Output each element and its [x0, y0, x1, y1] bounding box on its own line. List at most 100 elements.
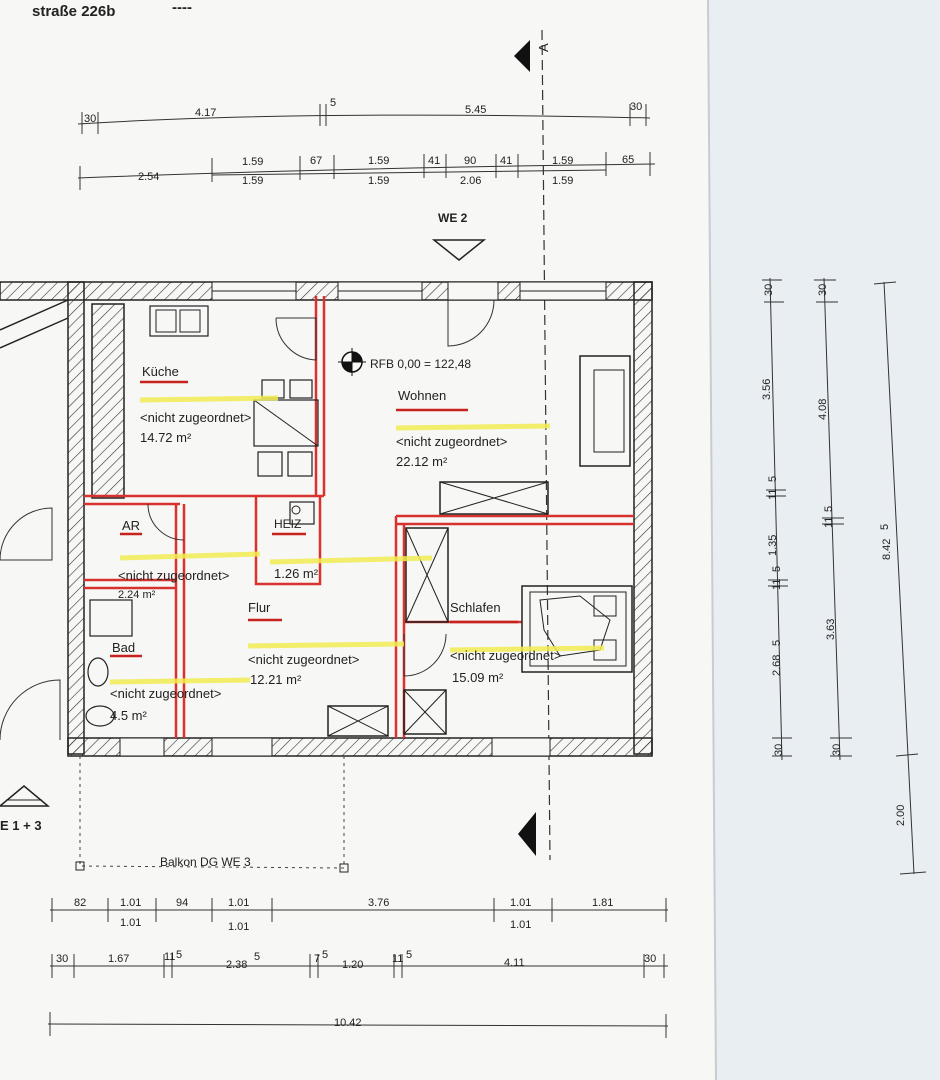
paper-fold [707, 0, 717, 1080]
dim-top1-3: 5.45 [465, 104, 486, 116]
dim-bot1-6: 1.81 [592, 897, 613, 909]
room-flur-name: Flur [248, 600, 271, 615]
dim-r1-7: 2.68 [771, 655, 783, 676]
dim-r1-9: 30 [773, 744, 785, 756]
dim-top2-7: 1.59 [552, 155, 573, 167]
kitchen-sink [149, 305, 209, 337]
dim-top2-l0: 1.59 [242, 175, 263, 187]
room-heiz-area: 1.26 m² [274, 566, 319, 581]
dim-top2-4: 41 [428, 155, 440, 167]
unit-label-top: WE 2 [438, 211, 468, 225]
dim-bot2-9: 11 [392, 953, 403, 965]
dim-top2-0: 2.54 [138, 171, 159, 183]
dim-r2-2: 11 [823, 517, 835, 528]
dim-top1-4: 30 [630, 101, 642, 113]
balcony-label: Balkon DG WE 3 [160, 855, 251, 869]
dim-line-top-2: 2.54 1.59 67 1.59 41 90 41 1.59 65 1.59 … [77, 152, 656, 190]
dim-r2-5: 30 [831, 744, 843, 756]
doors [0, 299, 495, 741]
room-wohnen-tag: <nicht zugeordnet> [396, 434, 507, 449]
dim-top1-2: 5 [330, 97, 336, 109]
room-kueche: Küche <nicht zugeordnet> 14.72 m² [140, 364, 251, 445]
dim-r1-8: 5 [771, 640, 783, 646]
dim-top2-l3: 1.59 [552, 175, 573, 187]
room-bad-name: Bad [112, 640, 135, 655]
dim-bot1-5: 1.01 [510, 897, 531, 909]
dim-top2-l1: 1.59 [368, 175, 389, 187]
balcony-outline [75, 756, 349, 873]
rfb-label: RFB 0,00 = 122,48 [370, 357, 471, 371]
room-kueche-area: 14.72 m² [140, 430, 192, 445]
section-arrow-top [514, 40, 530, 72]
room-schlafen: Schlafen <nicht zugeordnet> 15.09 m² [450, 600, 561, 685]
markup-highlights [109, 380, 605, 685]
rfb-marker [338, 348, 366, 376]
dim-bot2-7: 5 [322, 949, 328, 961]
street-header: straße 226b [32, 3, 115, 20]
section-arrow-bottom [518, 812, 536, 856]
room-heiz: HEIZ 1.26 m² [274, 517, 319, 581]
dim-bot2-5: 5 [254, 951, 260, 963]
room-ar-tag: <nicht zugeordnet> [118, 568, 229, 583]
furniture [85, 355, 633, 737]
unit-marker-top [431, 239, 487, 261]
dim-r1-6: 5 [771, 566, 783, 572]
dim-r1-1: 3.56 [761, 379, 773, 400]
dim-top2-l2: 2.06 [460, 175, 481, 187]
dim-top2-6: 41 [500, 155, 512, 167]
dim-line-right-1: 30 3.56 11 5 1.35 11 5 2.68 5 30 [761, 277, 792, 761]
dim-r3-2: 2.00 [895, 805, 907, 826]
room-flur-area: 12.21 m² [250, 672, 302, 687]
header-dashes: ---- [172, 0, 192, 16]
dim-r2-4: 3.63 [825, 619, 837, 640]
room-bad-area: 4.5 m² [110, 708, 148, 723]
outer-walls [0, 281, 653, 757]
room-schlafen-name: Schlafen [450, 600, 501, 615]
dim-line-right-2: 30 4.08 11 5 3.63 30 [814, 277, 852, 761]
room-kueche-name: Küche [142, 364, 179, 379]
dim-r1-3: 5 [767, 476, 779, 482]
room-schlafen-tag: <nicht zugeordnet> [450, 648, 561, 663]
dim-top2-1: 1.59 [242, 156, 263, 168]
room-wohnen: Wohnen <nicht zugeordnet> 22.12 m² [396, 388, 507, 469]
dim-bot2-1: 1.67 [108, 953, 129, 965]
dim-bot2-4: 2.38 [226, 959, 247, 971]
dim-bot2-2: 11 [164, 951, 175, 963]
dim-line-top-1: 30 4.17 5 5.45 30 [77, 97, 651, 134]
dim-bot1-0: 82 [74, 897, 86, 909]
dim-r1-4: 1.35 [767, 535, 779, 556]
dim-bot1-2: 94 [176, 897, 188, 909]
dim-bot2-0: 30 [56, 953, 68, 965]
dim-top2-5: 90 [464, 155, 476, 167]
room-wohnen-name: Wohnen [398, 388, 446, 403]
paper-sheet [0, 0, 716, 1080]
dim-bot1-l0: 1.01 [120, 917, 141, 929]
room-bad: Bad <nicht zugeordnet> 4.5 m² [110, 640, 221, 723]
unit-marker-left [0, 785, 51, 807]
room-flur-tag: <nicht zugeordnet> [248, 652, 359, 667]
room-ar: AR <nicht zugeordnet> 2.24 m² [118, 518, 229, 601]
dim-r1-2: 11 [767, 489, 779, 500]
room-ar-name: AR [122, 518, 140, 533]
room-bad-tag: <nicht zugeordnet> [110, 686, 221, 701]
dim-r2-3: 5 [823, 506, 835, 512]
dim-bot1-1: 1.01 [120, 897, 141, 909]
dim-bot1-l1: 1.01 [228, 921, 249, 933]
room-ar-area: 2.24 m² [118, 589, 156, 601]
dim-r3-0: 8.42 [881, 539, 893, 560]
dim-r1-0: 30 [763, 284, 775, 296]
dim-bot2-12: 30 [644, 953, 656, 965]
kitchen-counter [91, 303, 125, 499]
dim-bot2-8: 1.20 [342, 959, 363, 971]
dim-top2-8: 65 [622, 154, 634, 166]
interior-walls [84, 296, 634, 738]
dim-line-bottom-3: 10.42 [47, 1012, 669, 1038]
unit-label-left: E 1 + 3 [0, 818, 42, 833]
dim-r2-0: 30 [817, 284, 829, 296]
section-marker-label: A [536, 43, 551, 52]
dim-line-right-3: 8.42 5 2.00 [873, 281, 927, 875]
dim-line-bottom-2: 30 1.67 11 5 2.38 5 7 5 1.20 11 5 4.11 3… [50, 949, 668, 978]
dim-bot2-6: 7 [314, 953, 320, 965]
dim-bot2-3: 5 [176, 949, 182, 961]
dim-r3-1: 5 [879, 524, 891, 530]
